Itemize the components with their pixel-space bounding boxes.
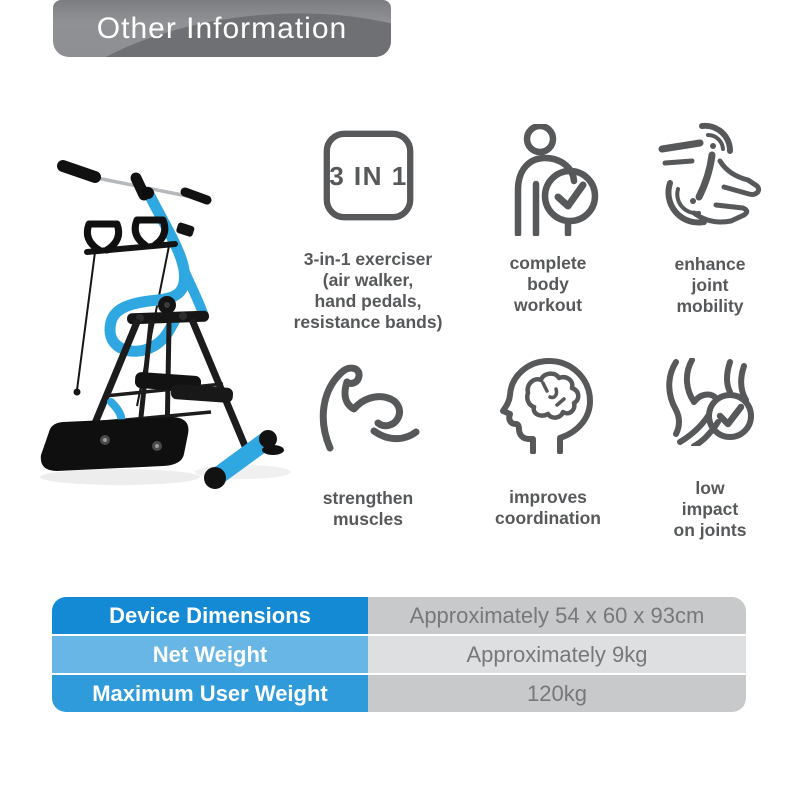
section-title: Other Information — [96, 11, 348, 45]
feature-3-in-1: 3 IN 1 3-in-1 exerciser (air walker, han… — [278, 127, 458, 333]
feature-low-impact-on-joints: low impact on joints — [620, 358, 800, 541]
spec-label-cell: Maximum User Weight — [52, 675, 368, 712]
feature-label: low impact on joints — [673, 478, 747, 540]
section-header-banner: Other Information — [53, 0, 391, 57]
spec-label-cell: Net Weight — [52, 636, 368, 673]
head-brain-icon — [498, 350, 598, 454]
feature-improves-coordination: improves coordination — [458, 350, 638, 529]
spec-value-cell: Approximately 54 x 60 x 93cm — [368, 597, 746, 634]
hip-joint-checkmark-icon — [658, 358, 763, 446]
spec-value-cell: 120kg — [368, 675, 746, 712]
three-in-one-badge-text: 3 IN 1 — [329, 161, 408, 191]
feature-complete-body-workout: complete body workout — [458, 124, 638, 316]
feature-label: 3-in-1 exerciser (air walker, hand pedal… — [293, 249, 443, 332]
feature-enhance-joint-mobility: enhance joint mobility — [620, 121, 800, 317]
spec-value-cell: Approximately 9kg — [368, 636, 746, 673]
feature-strengthen-muscles: strengthen muscles — [278, 360, 458, 530]
bicep-muscle-icon — [314, 360, 422, 452]
joint-mobility-icon — [658, 121, 763, 231]
three-in-one-badge-icon: 3 IN 1 — [320, 127, 417, 224]
spec-label-cell: Device Dimensions — [52, 597, 368, 634]
feature-label: enhance joint mobility — [674, 254, 746, 316]
spec-table: Device Dimensions Approximately 54 x 60 … — [52, 597, 746, 712]
body-checkmark-icon — [492, 124, 604, 236]
product-image — [40, 160, 291, 489]
feature-label: improves coordination — [495, 487, 601, 528]
feature-label: complete body workout — [509, 253, 587, 315]
feature-label: strengthen muscles — [322, 488, 414, 529]
